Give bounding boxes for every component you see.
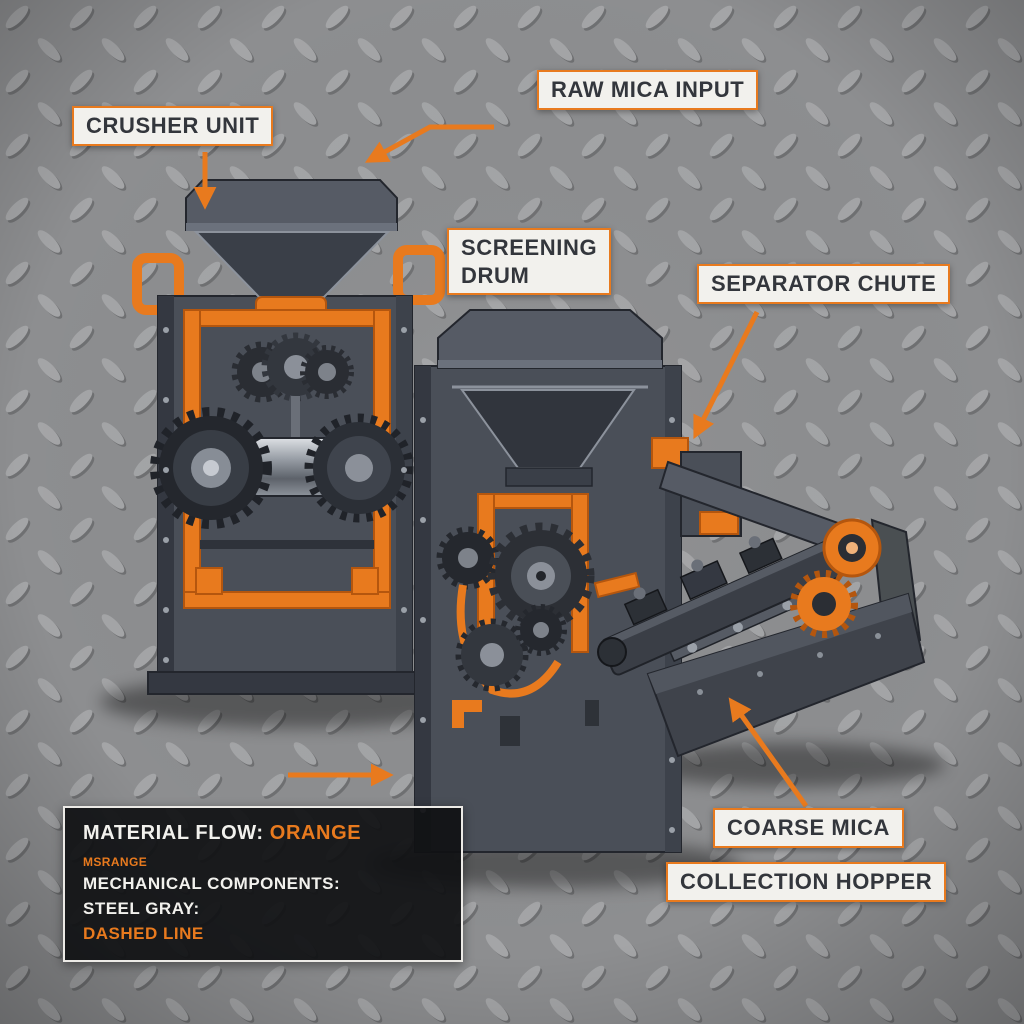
crusher-unit-illustration [132,179,445,695]
crusher-hopper-funnel [193,231,391,298]
label-collection-hopper: COLLECTION HOPPER [666,862,947,902]
label-raw-mica-input: RAW MICA INPUT [537,70,759,110]
separator-chute-arrow [693,310,760,440]
label-separator-chute: SEPARATOR CHUTE [697,264,951,304]
label-screening-drum: SCREENING DRUM [447,228,612,295]
legend-mechanical-components-label: MECHANICAL COMPONENTS: [83,874,341,893]
coarse-mica-text: COARSE MICA [727,815,891,840]
legend-material-flow-row: MATERIAL FLOW: ORANGE [83,822,443,845]
coarse-mica-arrow [728,697,809,808]
legend-steel-gray-label: STEEL GRAY: [83,899,200,918]
legend-dashed-line-label: DASHED LINE [83,924,204,943]
screening-drum-illustration [414,309,682,853]
crusher-right-handle [393,245,445,305]
raw-mica-input-text: RAW MICA INPUT [551,77,745,102]
label-crusher-unit: CRUSHER UNIT [72,106,274,146]
raw-mica-input-arrow [364,124,494,163]
screening-top-lid [437,309,663,369]
crusher-rivets [163,327,407,663]
label-coarse-mica: COARSE MICA [713,808,905,848]
legend-material-flow-label: MATERIAL FLOW: [83,822,264,844]
legend-material-flow-value: ORANGE [269,822,362,844]
conveyor-assembly [597,518,882,676]
conveyor-drive-pulley [822,518,882,578]
legend-panel: MATERIAL FLOW: ORANGE MSRANGE MECHANICAL… [63,806,463,962]
crusher-top-lid [185,179,398,231]
separator-chute-text: SEPARATOR CHUTE [711,271,937,296]
legend-subtext: MSRANGE [83,855,148,869]
annotation-arrows [193,124,809,808]
discharge-gear [790,570,858,638]
screening-drum-text-line1: SCREENING [461,235,598,260]
screening-drum-text-line2: DRUM [461,262,530,288]
screening-gear-train [436,522,641,698]
collection-hopper-text: COLLECTION HOPPER [680,869,933,894]
crusher-main-gear [150,407,272,529]
crusher-unit-text: CRUSHER UNIT [86,113,260,138]
crusher-flywheel [304,413,414,523]
